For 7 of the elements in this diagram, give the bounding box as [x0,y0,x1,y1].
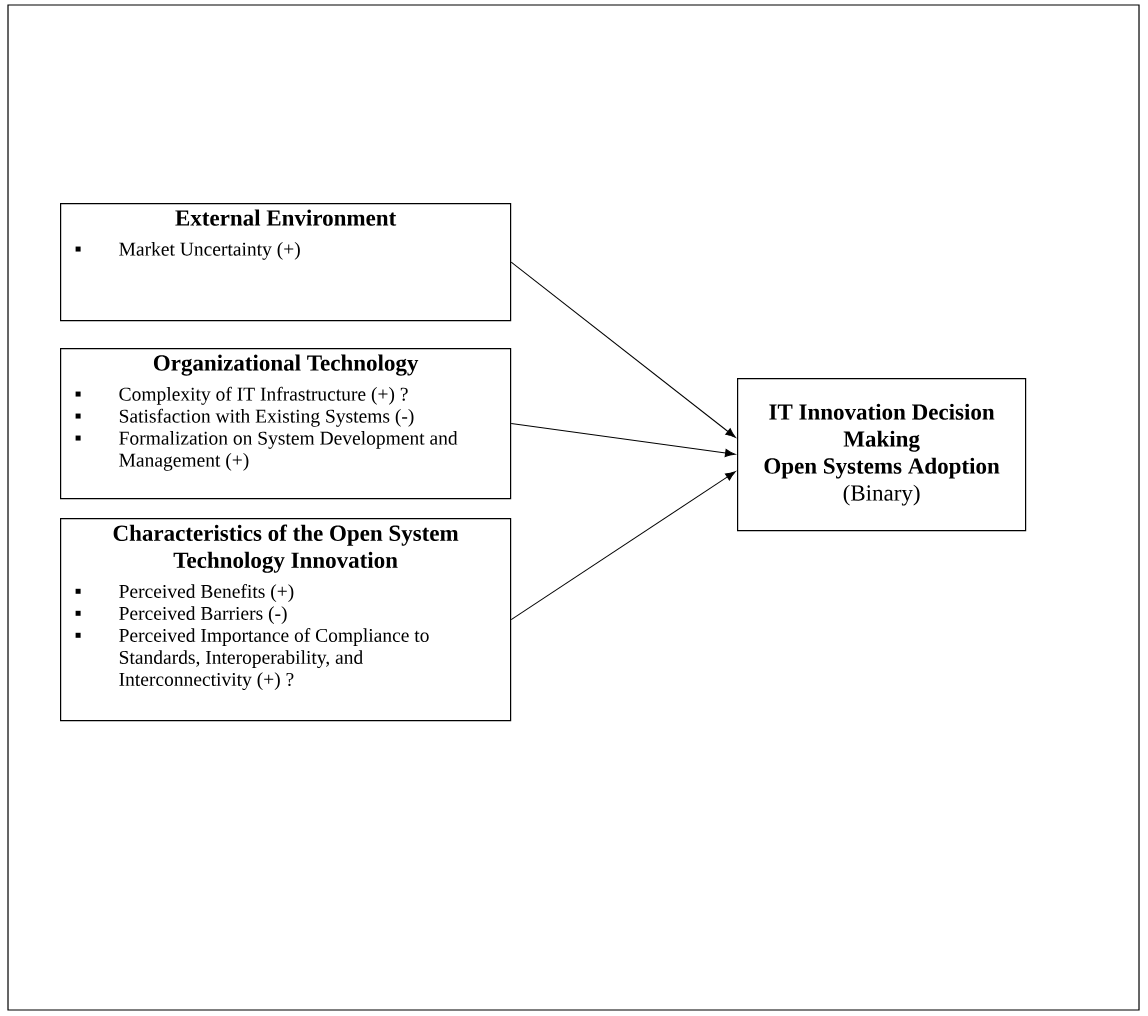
arrow [510,261,736,438]
factor-box: Characteristics of the Open System Technology Innovation Perceived Benefits (+) Perceived Barriers (-) Perceived Importance of Compliance to Standards, Interoperability, and Interconnectivity (+) ? [60,518,512,722]
factor-box: Organizational Technology Complexity of IT Infrastructure (+) ? Satisfaction with Existing Systems (-) Formalization on System Development and Management (+) [60,348,512,500]
factor-box: External Environment Market Uncertainty (+) [60,203,512,322]
arrow [510,471,736,621]
arrow [510,423,736,458]
outcome-box: IT Innovation Decision Making Open Systems Adoption (Binary) [737,378,1027,532]
